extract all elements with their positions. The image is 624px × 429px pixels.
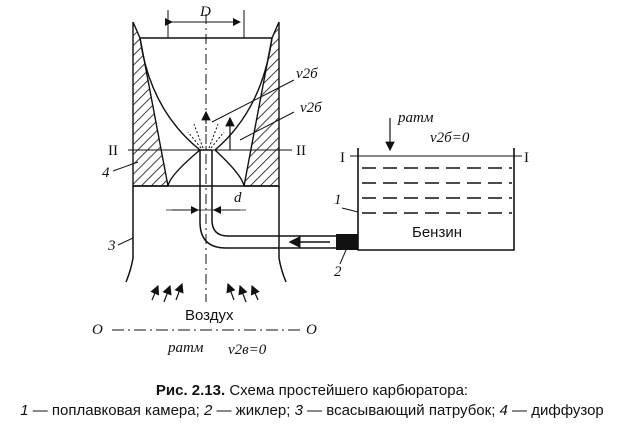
- fuel-surface-dashes: [362, 167, 512, 214]
- legend-text-3: всасывающий патрубок;: [326, 402, 496, 419]
- label-1-leader: [341, 207, 359, 213]
- suction-pipe-right-wall: [278, 186, 287, 283]
- legend-text-1: поплавковая камера;: [51, 402, 200, 419]
- label-p-atm-top: pатм: [397, 110, 434, 126]
- diffuser-left-wall: [132, 21, 169, 187]
- diffuser-right-wall: [243, 21, 280, 187]
- label-4-leader: [112, 161, 139, 172]
- label-4: 4: [102, 165, 110, 181]
- label-D: D: [199, 4, 211, 20]
- suction-pipe-left-wall: [125, 186, 134, 283]
- label-I-left: I: [340, 150, 345, 166]
- jet-tube: [199, 149, 358, 250]
- legend-num-1: 1: [20, 402, 29, 419]
- diffuser-left-profile: [139, 37, 202, 187]
- label-II-right: II: [296, 143, 306, 159]
- label-3: 3: [107, 238, 116, 254]
- label-v2v-zero: v2в=0: [228, 342, 267, 358]
- legend-num-2: 2: [203, 402, 213, 419]
- figure-caption-legend: 1 — поплавковая камера; 2 — жиклер; 3 — …: [20, 402, 604, 419]
- figure-number: Рис. 2.13.: [155, 382, 226, 399]
- label-1: 1: [334, 192, 342, 208]
- diffuser-right-profile: [213, 37, 273, 187]
- legend-num-3: 3: [294, 402, 303, 419]
- float-chamber: Бензин: [350, 148, 522, 251]
- label-I-right: I: [524, 150, 529, 166]
- figure-title: Схема простейшего карбюратора:: [229, 382, 469, 399]
- label-v2b-lower: v2б: [300, 100, 322, 116]
- jet-nozzle: [336, 234, 358, 250]
- legend-text-2: жиклер;: [235, 402, 291, 419]
- float-chamber-walls: [357, 148, 515, 251]
- legend-num-4: 4: [499, 402, 508, 419]
- dimension-d: d: [166, 190, 246, 214]
- label-d: d: [234, 190, 242, 206]
- label-3-leader: [117, 237, 134, 246]
- label-v2b-zero: v2б=0: [430, 130, 470, 146]
- label-O-left: O: [92, 322, 103, 338]
- label-2-leader: [339, 249, 347, 265]
- label-II-left: II: [108, 143, 118, 159]
- jet-tube-inner: [211, 150, 336, 237]
- suction-pipe: [125, 186, 287, 283]
- fuel-spray: [187, 118, 225, 149]
- label-O-right: O: [306, 322, 317, 338]
- label-v2b-upper: v2б: [296, 66, 318, 82]
- label-p-atm-bottom: pатм: [167, 340, 204, 356]
- v2b-upper-leader: [211, 79, 295, 123]
- label-benzin: Бензин: [412, 224, 462, 241]
- legend-text-4: диффузор: [531, 402, 604, 419]
- label-vozdukh: Воздух: [185, 307, 234, 324]
- diffuser: [132, 21, 280, 187]
- jet-tube-outer: [199, 150, 336, 249]
- v2b-lower-leader: [239, 111, 295, 141]
- label-2: 2: [334, 264, 342, 280]
- air-inflow-arrows: [150, 282, 260, 303]
- figure-caption-title: Рис. 2.13. Схема простейшего карбюратора…: [0, 382, 624, 399]
